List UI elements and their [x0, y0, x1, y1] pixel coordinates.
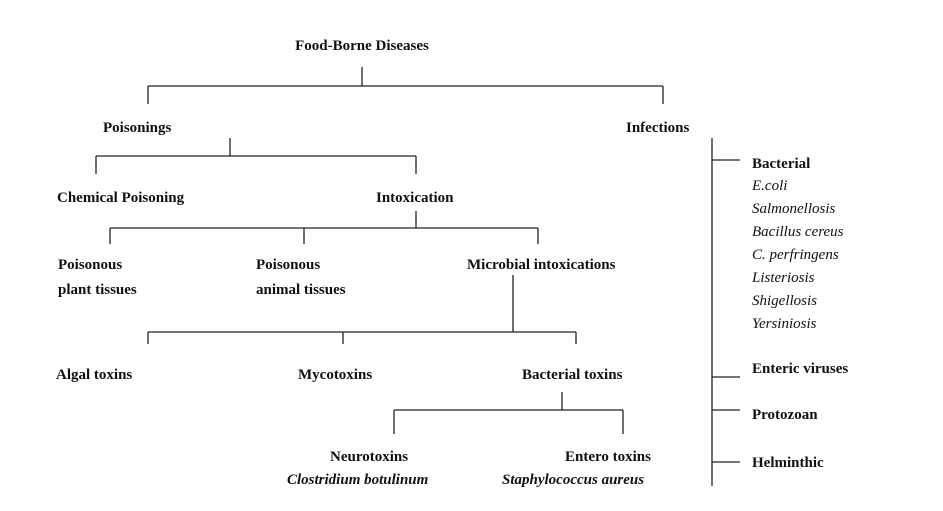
bacterial-example-item: C. perfringens [752, 247, 839, 263]
poisonings-label: Poisonings [103, 120, 172, 136]
bacterial-toxins-label: Bacterial toxins [522, 367, 623, 383]
microbial-intoxications-label: Microbial intoxications [467, 257, 616, 273]
bacterial-example-item: Bacillus cereus [752, 224, 844, 240]
bacterial-example-item: Listeriosis [752, 270, 815, 286]
mycotoxins-label: Mycotoxins [298, 367, 373, 383]
entero-toxins-label: Entero toxins [565, 449, 651, 465]
neurotoxins-label: Neurotoxins [330, 449, 409, 465]
bacterial-example-item: Yersiniosis [752, 316, 817, 332]
bacterial-example-item: Salmonellosis [752, 201, 836, 217]
intoxication-label: Intoxication [376, 190, 454, 206]
neurotoxins-example: Clostridium botulinum [287, 472, 429, 488]
bacterial-example-item: Shigellosis [752, 293, 818, 309]
chemical-poisoning-label: Chemical Poisoning [57, 190, 185, 206]
algal-toxins-label: Algal toxins [56, 367, 133, 383]
bacterial-label: Bacterial [752, 156, 811, 172]
protozoan-label: Protozoan [752, 407, 818, 423]
bacterial-examples-list: E.coli Salmonellosis Bacillus cereus C. … [752, 177, 844, 338]
poisonous-animal-tissues-line1: Poisonous [256, 257, 321, 273]
helminthic-label: Helminthic [752, 455, 824, 471]
poisonous-plant-tissues-line2: plant tissues [58, 282, 137, 298]
entero-toxins-example: Staphylococcus aureus [502, 472, 645, 488]
enteric-viruses-label: Enteric viruses [752, 361, 849, 377]
poisonous-plant-tissues-line1: Poisonous [58, 257, 123, 273]
infections-label: Infections [626, 120, 690, 136]
bacterial-example-item: E.coli [752, 178, 788, 194]
poisonous-animal-tissues-line2: animal tissues [256, 282, 346, 298]
root-node-label: Food-Borne Diseases [295, 38, 429, 54]
